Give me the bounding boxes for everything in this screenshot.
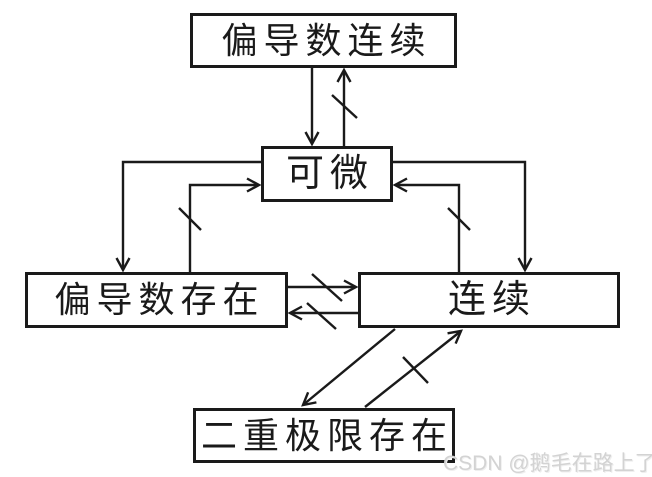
arrow-cont-to-diff [392, 177, 461, 272]
cross-slash-diff-to-pdcont [331, 94, 358, 119]
node-label-partial-derivatives-exist: 偏导数存在 [54, 280, 265, 320]
cross-slash-pdexist-to-diff [178, 207, 202, 231]
cross-slash-pdexist-to-cont [311, 273, 343, 302]
csdn-watermark: CSDN @鹅毛在路上了 [443, 452, 652, 475]
arrow-pdexist-to-diff [188, 177, 262, 272]
arrow-diff-to-pdexist [115, 160, 261, 273]
node-label-continuous: 连续 [447, 279, 536, 321]
node-label-double-limit-exists: 二重极限存在 [201, 415, 454, 456]
cross-slash-dlimit-to-cont [402, 356, 429, 384]
arrow-cont-to-dlimit [301, 328, 396, 407]
node-partial-derivatives-continuous: 偏导数连续 [190, 13, 457, 68]
node-partial-derivatives-exist: 偏导数存在 [25, 272, 288, 328]
node-label-partial-derivatives-continuous: 偏导数连续 [221, 20, 432, 61]
node-label-differentiable: 可微 [285, 153, 374, 195]
node-differentiable: 可微 [261, 146, 393, 202]
cross-slash-cont-to-pdexist [306, 302, 337, 330]
node-double-limit-exists: 二重极限存在 [193, 408, 455, 463]
node-continuous: 连续 [358, 272, 620, 328]
cross-slash-cont-to-diff [447, 207, 471, 231]
arrow-diff-to-cont [393, 160, 533, 273]
